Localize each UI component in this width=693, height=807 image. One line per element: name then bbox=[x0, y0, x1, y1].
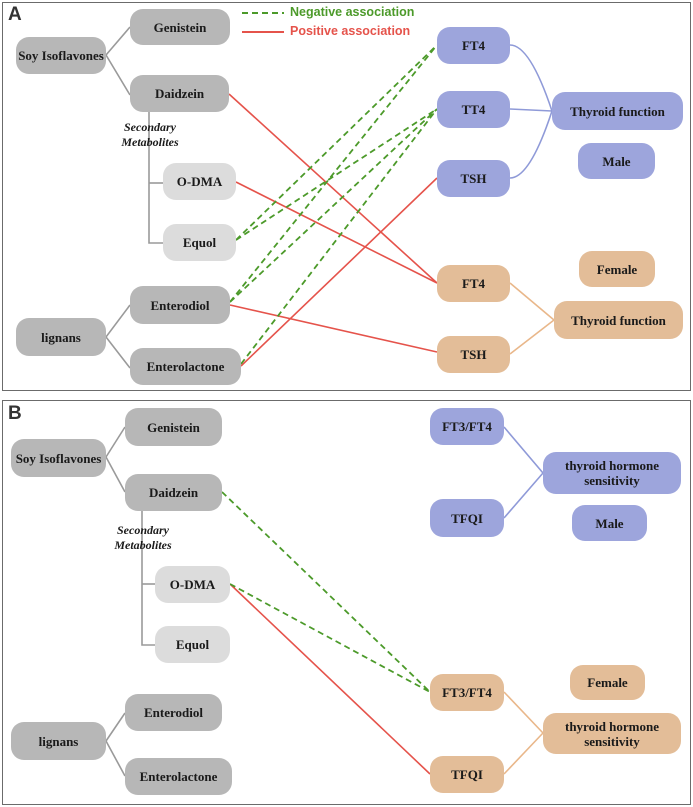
node-o-dma: O-DMA bbox=[163, 163, 236, 200]
panel-b-letter: B bbox=[8, 403, 22, 424]
node-enterodiol: Enterodiol bbox=[130, 286, 230, 324]
panel-b-positive-line bbox=[229, 583, 431, 775]
panel-a-tree-lines bbox=[105, 26, 163, 369]
node-female-label: Female bbox=[579, 251, 655, 287]
node-female-tsh: TSH bbox=[437, 336, 510, 373]
node-genistein: Genistein bbox=[130, 9, 230, 45]
node-male-ft4: FT4 bbox=[437, 27, 510, 64]
legend-positive-label: Positive association bbox=[290, 24, 411, 38]
panel-a-negative-lines bbox=[229, 44, 438, 365]
node-b-male-label: Male bbox=[572, 505, 647, 541]
node-b-lignans: lignans bbox=[11, 722, 106, 760]
secondary-metabolites-label: Secondary Metabolites bbox=[121, 120, 179, 149]
node-b-female-ft3-ft4: FT3/FT4 bbox=[430, 674, 504, 711]
legend-negative-label: Negative association bbox=[290, 5, 415, 19]
panel-b-female-lines bbox=[503, 691, 544, 775]
node-lignans: lignans bbox=[16, 318, 106, 356]
node-b-male-tfqi: TFQI bbox=[430, 499, 504, 537]
panel-b-negative-lines bbox=[221, 491, 431, 693]
panel-b-male-lines bbox=[503, 426, 544, 519]
node-b-female-label: Female bbox=[570, 665, 645, 700]
node-b-o-dma: O-DMA bbox=[155, 566, 230, 603]
node-b-enterodiol: Enterodiol bbox=[125, 694, 222, 731]
panel-a-male-lines bbox=[509, 44, 553, 179]
node-male-tt4: TT4 bbox=[437, 91, 510, 128]
node-b-genistein: Genistein bbox=[125, 408, 222, 446]
panel-a-female-lines bbox=[509, 282, 555, 355]
node-b-daidzein: Daidzein bbox=[125, 474, 222, 511]
panel-a-letter: A bbox=[8, 4, 22, 25]
node-b-female-tfqi: TFQI bbox=[430, 756, 504, 793]
node-b-male-sensitivity: thyroid hormone sensitivity bbox=[543, 452, 681, 494]
node-male-thyroid-function: Thyroid function bbox=[552, 92, 683, 130]
node-male-label: Male bbox=[578, 143, 655, 179]
b-secondary-metabolites-label: Secondary Metabolites bbox=[114, 523, 172, 552]
node-female-thyroid-function: Thyroid function bbox=[554, 301, 683, 339]
node-equol: Equol bbox=[163, 224, 236, 261]
node-b-equol: Equol bbox=[155, 626, 230, 663]
node-daidzein: Daidzein bbox=[130, 75, 229, 112]
node-female-ft4: FT4 bbox=[437, 265, 510, 302]
node-b-male-ft3-ft4: FT3/FT4 bbox=[430, 408, 504, 445]
node-b-soy-isoflavones: Soy Isoflavones bbox=[11, 439, 106, 477]
node-enterolactone: Enterolactone bbox=[130, 348, 241, 385]
node-b-female-sensitivity: thyroid hormone sensitivity bbox=[543, 713, 681, 754]
node-soy-isoflavones: Soy Isoflavones bbox=[16, 37, 106, 74]
node-b-enterolactone: Enterolactone bbox=[125, 758, 232, 795]
node-male-tsh: TSH bbox=[437, 160, 510, 197]
panel-b-tree-lines bbox=[105, 426, 155, 777]
panel-a-positive-lines bbox=[228, 93, 438, 367]
